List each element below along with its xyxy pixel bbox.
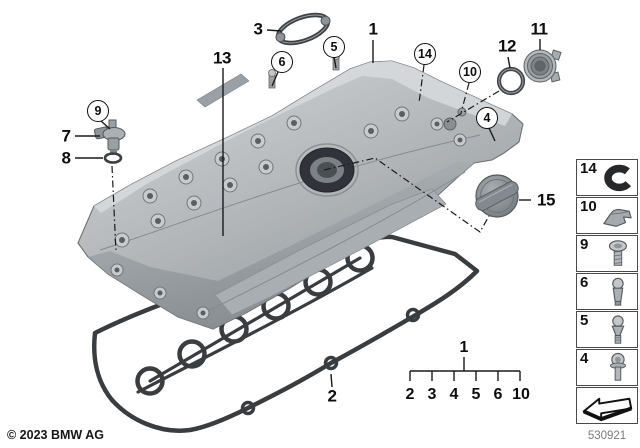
sidebar-item-14-number: 14	[580, 160, 597, 177]
large-o-ring-illustration	[496, 66, 526, 96]
shaft-sensor-illustration	[523, 49, 562, 83]
leader-lines	[75, 29, 541, 388]
callout-3[interactable]: 3	[253, 19, 263, 39]
diagram-number: 530921	[587, 430, 627, 442]
legend-item-4[interactable]: 4	[449, 386, 459, 403]
ball-stud-icon	[612, 277, 624, 306]
oil-filler-cap-illustration	[475, 174, 519, 218]
callout-11[interactable]: 11	[530, 19, 548, 39]
callout-7[interactable]: 7	[61, 126, 71, 146]
clip-gray-icon	[603, 208, 632, 227]
callout-5-circled[interactable]: 5	[323, 36, 345, 58]
sidebar-item-9[interactable]: 9	[576, 235, 638, 272]
callout-8[interactable]: 8	[61, 148, 71, 168]
legend-item-10[interactable]: 10	[512, 386, 530, 403]
sidebar-item-6-number: 6	[580, 274, 589, 291]
callout-10-circled[interactable]: 10	[459, 61, 481, 83]
callout-12[interactable]: 12	[498, 36, 516, 56]
sensor-mount-boss	[443, 117, 457, 131]
callout-1[interactable]: 1	[368, 19, 378, 39]
sidebar-item-4-number: 4	[580, 350, 589, 367]
legend-item-6[interactable]: 6	[493, 386, 503, 403]
hardware-key-sidebar: 14 10 9 6	[576, 159, 638, 425]
stud-bolt-icon	[609, 352, 626, 381]
legend-item-3[interactable]: 3	[427, 386, 437, 403]
continue-arrow-icon	[582, 397, 633, 422]
sidebar-item-5[interactable]: 5	[576, 311, 638, 348]
ball-stud-threaded-icon	[611, 315, 625, 344]
oval-gasket-illustration	[275, 12, 331, 46]
copyright-text: © 2023 BMW AG	[7, 428, 104, 442]
sidebar-item-4[interactable]: 4	[576, 349, 638, 386]
sidebar-item-10[interactable]: 10	[576, 197, 638, 234]
assembly-axis-lines	[111, 64, 500, 253]
legend-item-5[interactable]: 5	[471, 386, 481, 403]
callout-4-circled[interactable]: 4	[476, 107, 498, 129]
valve-cover-illustration	[77, 52, 524, 330]
camshaft-sensor-illustration	[93, 119, 126, 155]
callout-9-circled[interactable]: 9	[87, 100, 109, 122]
legend-parent-number[interactable]: 1	[459, 339, 469, 356]
callout-2[interactable]: 2	[327, 386, 337, 406]
callout-13[interactable]: 13	[213, 48, 231, 68]
sidebar-item-10-number: 10	[580, 198, 597, 215]
small-o-ring-illustration	[103, 152, 123, 164]
sidebar-item-14[interactable]: 14	[576, 159, 638, 196]
callout-15[interactable]: 15	[537, 190, 555, 210]
screw-icon	[608, 240, 627, 266]
sidebar-continue-box[interactable]	[576, 387, 638, 424]
sidebar-item-6[interactable]: 6	[576, 273, 638, 310]
profile-gasket-illustration	[92, 234, 480, 433]
clip-black-icon	[604, 164, 632, 192]
callout-14-circled[interactable]: 14	[414, 43, 436, 65]
sidebar-item-5-number: 5	[580, 312, 589, 329]
callout-6-circled[interactable]: 6	[271, 51, 293, 73]
sidebar-item-9-number: 9	[580, 236, 589, 253]
bolt-towers	[110, 106, 467, 320]
legend-item-2[interactable]: 2	[405, 386, 415, 403]
oil-filler-seal-ring	[295, 143, 359, 197]
legend-bracket	[409, 357, 521, 381]
